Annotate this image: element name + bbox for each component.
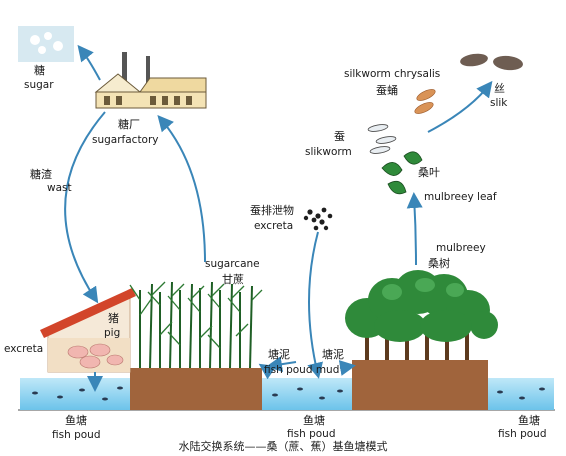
label-chrysalis-en: silkworm chrysalis	[344, 68, 441, 80]
label-pig-cn: 猪	[108, 312, 119, 325]
label-sugar-en: sugar	[24, 79, 54, 91]
label-excreta-silk-en: excreta	[254, 220, 294, 232]
pig-shed	[40, 288, 136, 373]
sugarcane-leaves	[129, 281, 263, 349]
silkworm-icon	[367, 124, 397, 154]
flow-arrows	[64, 44, 493, 380]
label-pig-en: pig	[104, 327, 121, 339]
silkworm-excreta-icon	[303, 207, 333, 231]
label-mud-left-cn: 塘泥	[268, 348, 290, 361]
arrow-excreta-to-pond	[307, 231, 323, 379]
label-excreta-silk-cn: 蚕排泄物	[250, 204, 294, 217]
label-mud-right-cn: 塘泥	[322, 348, 344, 361]
label-chrysalis-cn: 蚕蛹	[376, 84, 398, 97]
label-fishpond-mid-cn: 鱼塘	[303, 414, 325, 427]
label-factory-cn: 糖厂	[118, 118, 140, 131]
label-silkworm-cn: 蚕	[334, 130, 345, 143]
label-silk-cn: 丝	[494, 82, 505, 95]
sugarcane-dike	[130, 368, 262, 410]
label-fish-poud-mud: fish poud mud	[264, 364, 340, 376]
label-tree-cn: 桑树	[428, 257, 450, 270]
arrow-cane-to-factory	[157, 114, 206, 263]
sugar-icon	[18, 26, 74, 62]
label-sugarcane-cn: 甘蔗	[222, 273, 244, 286]
chrysalis-icon	[414, 89, 436, 114]
label-fishpond-mid-en: fish poud	[287, 428, 336, 440]
sugar-factory-building	[94, 52, 207, 109]
arrow-factory-to-sugar	[77, 44, 101, 81]
diagram-caption: 水陆交换系统——桑（蔗、蕉）基鱼塘模式	[178, 440, 388, 453]
fish-group	[32, 386, 545, 401]
label-fishpond-left-en: fish poud	[52, 429, 101, 441]
arrow-factory-to-pig	[64, 111, 106, 304]
label-leaf-cn: 桑叶	[418, 166, 440, 179]
label-fishpond-left-cn: 鱼塘	[65, 414, 87, 427]
sugarcane-field	[139, 281, 253, 369]
fish-pond-right	[488, 378, 554, 410]
label-silk-en: slik	[490, 97, 508, 109]
mulberry-dike	[352, 360, 488, 410]
label-factory-en: sugarfactory	[92, 134, 159, 146]
mulberry-trees	[345, 270, 498, 360]
label-silkworm-en: slikworm	[305, 146, 352, 158]
mulberry-leaf-icon	[381, 151, 423, 195]
arrow-tree-to-leaf	[406, 192, 423, 266]
arrow-pond-to-tree-mud	[338, 360, 356, 376]
label-tree-en: mulbreey	[436, 242, 486, 254]
label-leaf-en: mulbreey leaf	[424, 191, 497, 203]
silk-cocoon-icon	[460, 53, 523, 71]
label-excreta-left: excreta	[4, 343, 44, 355]
label-waste-en: wast	[47, 182, 72, 194]
label-fishpond-right-cn: 鱼塘	[518, 414, 540, 427]
arrow-silkworm-cycle	[427, 80, 493, 133]
arrow-mud-left	[266, 356, 297, 373]
label-sugar-cn: 糖	[34, 64, 45, 77]
label-waste-cn: 糖渣	[30, 168, 52, 181]
label-sugarcane-en: sugarcane	[205, 258, 260, 270]
label-fishpond-right-en: fish poud	[498, 428, 547, 440]
fish-pond-left	[20, 378, 132, 410]
